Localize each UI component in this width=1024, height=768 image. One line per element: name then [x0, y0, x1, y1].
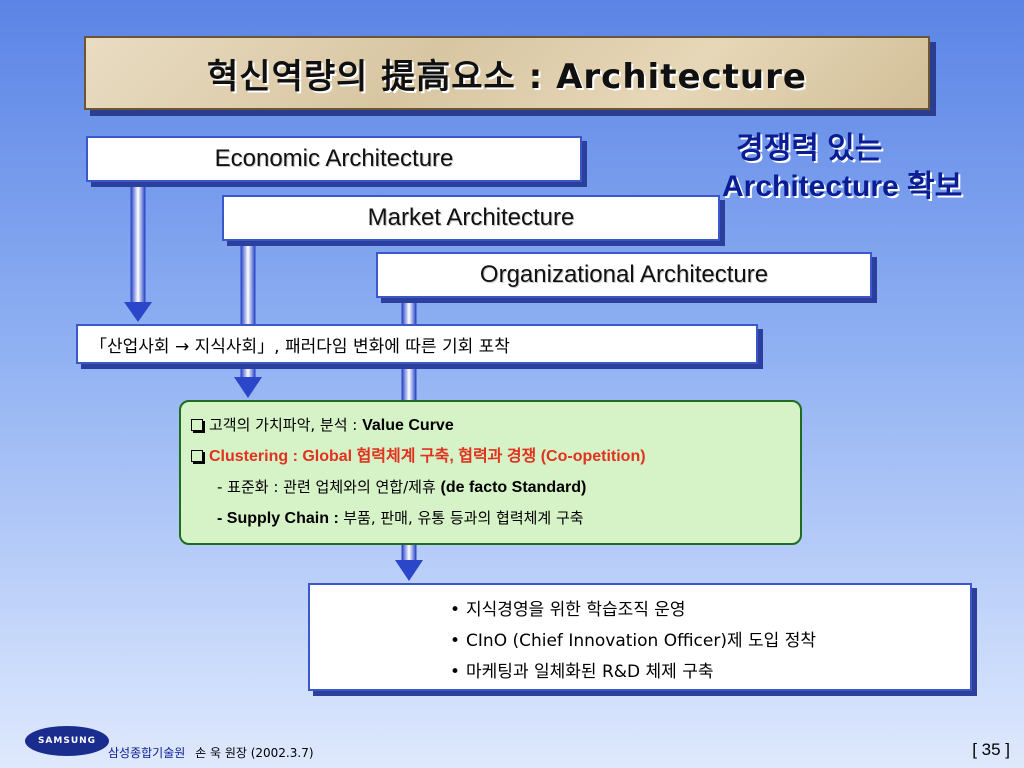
- page-number: [ 35 ]: [972, 740, 1010, 759]
- list-item-text: CInO (Chief Innovation Officer)제 도입 정착: [466, 631, 816, 651]
- value-curve-box: 고객의 가치파악, 분석 : Value Curve Clustering : …: [179, 400, 802, 545]
- standard-subitem-text: - 표준화 : 관련 업체와의 연합/제휴: [217, 478, 441, 496]
- samsung-logo: SAMSUNG: [25, 726, 109, 756]
- checkbox-bullet-icon: [191, 450, 203, 462]
- value-curve-item-text: 고객의 가치파악, 분석 :: [209, 416, 363, 434]
- clustering-item-text: Clustering : Global 협력체계 구축, 협력과 경쟁 (Co-…: [209, 448, 646, 465]
- value-curve-item-en: Value Curve: [362, 417, 454, 434]
- list-item: •CInO (Chief Innovation Officer)제 도입 정착: [450, 626, 970, 657]
- bullet-icon: •: [450, 631, 461, 651]
- arrow-economic-to-opportunity: [124, 179, 152, 322]
- logo-text: SAMSUNG: [37, 736, 97, 746]
- page-title: 혁신역량의 提高요소 : Architecture: [207, 56, 807, 97]
- learning-organization-box: •지식경영을 위한 학습조직 운영 •CInO (Chief Innovatio…: [308, 583, 972, 691]
- footer: 삼성종합기술원 손 욱 원장 (2002.3.7): [108, 744, 314, 761]
- side-label-line1: 경쟁력 있는: [736, 132, 883, 165]
- bullet-icon: •: [450, 662, 461, 682]
- market-architecture-box: Market Architecture: [222, 195, 720, 241]
- list-item-text: 지식경영을 위한 학습조직 운영: [466, 600, 686, 620]
- economic-architecture-box: Economic Architecture: [86, 136, 582, 182]
- side-label-line2: Architecture 확보: [722, 170, 963, 203]
- opportunity-text: 「산업사회 → 지식사회」, 패러다임 변화에 따른 기회 포착: [90, 336, 510, 357]
- opportunity-box: 「산업사회 → 지식사회」, 패러다임 변화에 따른 기회 포착: [76, 324, 758, 364]
- clustering-item: Clustering : Global 협력체계 구축, 협력과 경쟁 (Co-…: [191, 441, 790, 472]
- list-item: •마케팅과 일체화된 R&D 체제 구축: [450, 657, 970, 688]
- title-banner: 혁신역량의 提高요소 : Architecture: [84, 36, 930, 110]
- standard-subitem-en: (de facto Standard): [440, 479, 587, 496]
- footer-org: 삼성종합기술원: [108, 746, 186, 760]
- organizational-architecture-box: Organizational Architecture: [376, 252, 872, 298]
- arrow-market-to-valuecurve: [234, 238, 262, 398]
- supply-chain-subitem: - Supply Chain : 부품, 판매, 유통 등과의 협력체계 구축: [191, 503, 790, 534]
- list-item: •지식경영을 위한 학습조직 운영: [450, 595, 970, 626]
- list-item-text: 마케팅과 일체화된 R&D 체제 구축: [466, 662, 714, 682]
- value-curve-item: 고객의 가치파악, 분석 : Value Curve: [191, 410, 790, 441]
- bullet-icon: •: [450, 600, 461, 620]
- supply-chain-subitem-en: - Supply Chain :: [217, 510, 344, 527]
- checkbox-bullet-icon: [191, 419, 203, 431]
- side-label: 경쟁력 있는 Architecture 확보: [722, 130, 1022, 206]
- footer-author: 손 욱 원장 (2002.3.7): [195, 746, 314, 760]
- supply-chain-subitem-text: 부품, 판매, 유통 등과의 협력체계 구축: [343, 509, 584, 527]
- standard-subitem: - 표준화 : 관련 업체와의 연합/제휴 (de facto Standard…: [191, 472, 790, 503]
